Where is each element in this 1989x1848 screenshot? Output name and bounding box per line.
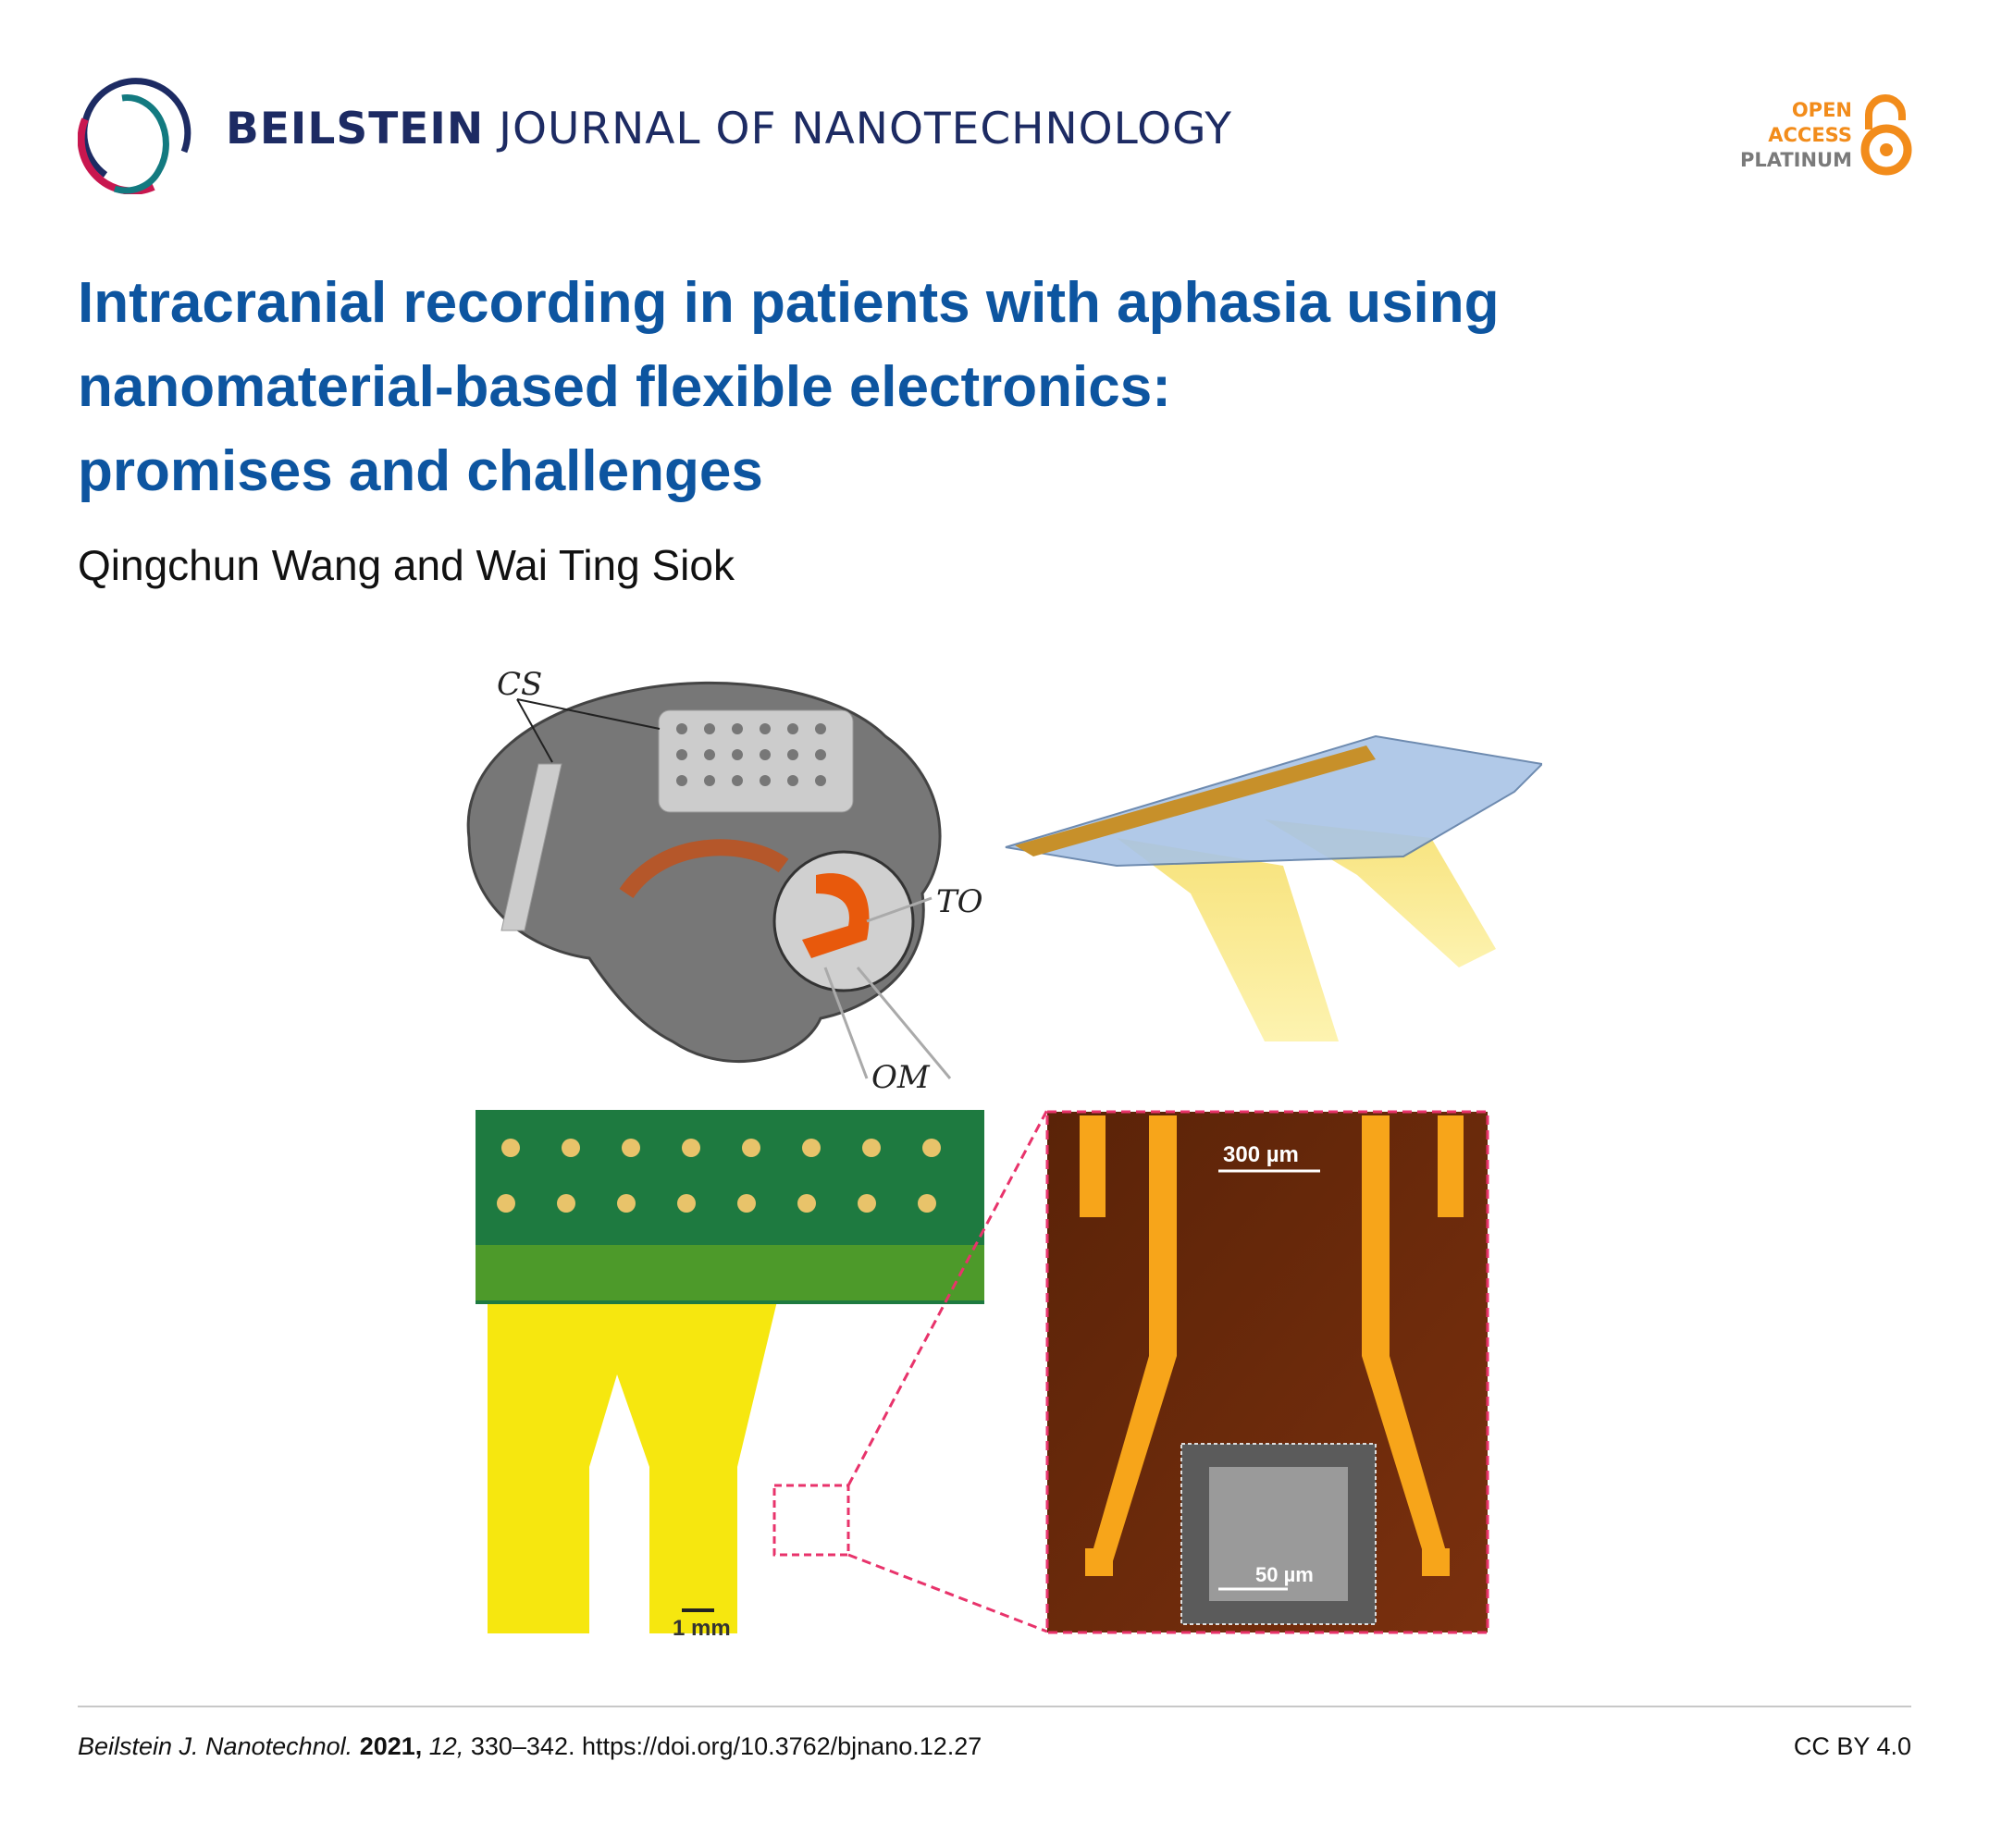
oa-access: ACCESS [1768, 124, 1852, 146]
electrode-grid [658, 709, 854, 813]
citation-doi[interactable]: 330–342. https://doi.org/10.3762/bjnano.… [470, 1732, 982, 1760]
micrograph: 50 µm 300 µm [1045, 1110, 1489, 1634]
journal-name-bold: BEILSTEIN [226, 104, 485, 154]
citation-volume: 12, [428, 1732, 464, 1760]
flexible-electrode-illustration [1005, 734, 1542, 1041]
scale-bar-50um: 50 µm [1255, 1563, 1314, 1586]
scale-bar-300um: 300 µm [1223, 1142, 1299, 1167]
journal-name-rest: JOURNAL OF NANOTECHNOLOGY [484, 104, 1232, 154]
authors: Qingchun Wang and Wai Ting Siok [78, 541, 735, 589]
title-line: promises and challenges [78, 439, 763, 503]
footer-divider [78, 1706, 1911, 1707]
scale-bar-1mm: 1 mm [673, 1616, 731, 1641]
article-title: Intracranial recording in patients with … [78, 261, 1835, 513]
journal-name: BEILSTEIN JOURNAL OF NANOTECHNOLOGY [226, 104, 1232, 154]
brain-illustration: CS TO OM [466, 666, 983, 1096]
label-to: TO [936, 883, 983, 920]
title-line: nanomaterial-based flexible electronics: [78, 355, 1171, 419]
title-line: Intracranial recording in patients with … [78, 271, 1500, 335]
label-om: OM [871, 1059, 931, 1096]
citation-journal: Beilstein J. Nanotechnol. [78, 1732, 353, 1760]
graphical-abstract-figure: CS TO OM 1 mm 50 µm [466, 666, 1542, 1641]
open-lock-icon [1860, 94, 1912, 176]
oa-open: OPEN [1791, 99, 1852, 121]
license: CC BY 4.0 [1793, 1732, 1911, 1760]
citation-year: 2021, [359, 1732, 423, 1760]
citation: Beilstein J. Nanotechnol. 2021, 12, 330–… [78, 1732, 982, 1761]
electrode-strip [500, 763, 562, 931]
oa-platinum: PLATINUM [1739, 149, 1852, 171]
open-access-badge: OPEN ACCESS PLATINUM [1740, 98, 1852, 173]
label-cs: CS [497, 666, 542, 703]
electrode-array-photo: 1 mm [476, 1109, 1049, 1641]
beilstein-logo [78, 78, 191, 194]
